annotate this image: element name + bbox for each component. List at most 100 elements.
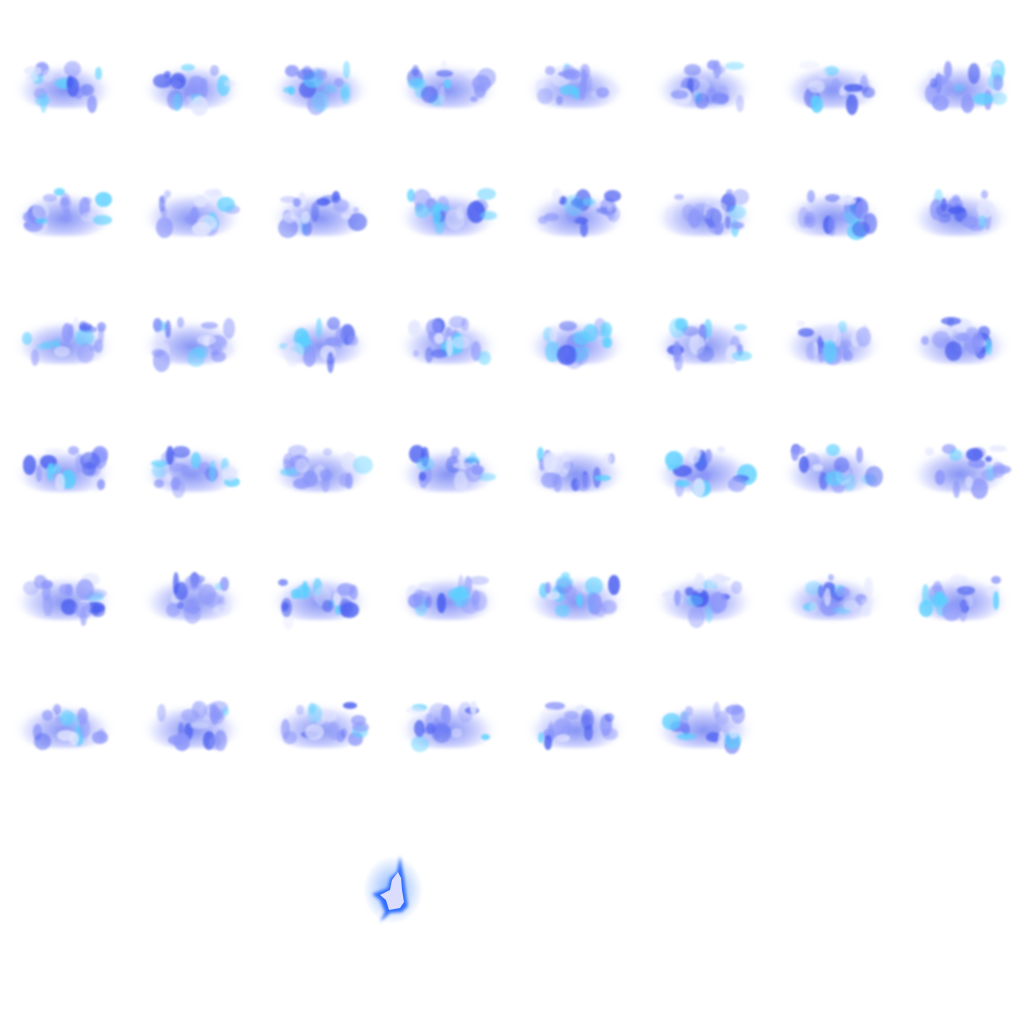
flame-tongue	[351, 722, 370, 733]
flame-tongue	[310, 201, 319, 222]
flame-tongue	[302, 344, 316, 367]
flame-tongue	[554, 604, 570, 618]
flame-tongue	[856, 447, 863, 463]
flame-tongue	[600, 322, 612, 337]
flame-tongue	[43, 594, 53, 617]
flame-tongue	[921, 584, 929, 606]
flame-frame	[896, 264, 1024, 392]
flame-tongue	[808, 79, 826, 94]
flame-tongue	[198, 583, 217, 605]
flame-tongue	[96, 478, 105, 491]
flame-tongue	[34, 217, 48, 224]
flame-tongue	[61, 598, 78, 615]
flame-tongue	[414, 719, 426, 737]
flame-tongue	[94, 66, 103, 80]
flame-tongue	[339, 598, 354, 617]
flame-tongue	[825, 591, 845, 602]
flame-tongue	[854, 593, 867, 606]
flame-tongue	[545, 701, 565, 711]
flame-tongue	[469, 700, 477, 715]
flame-tongue	[560, 85, 577, 95]
flame-tongue	[965, 448, 983, 462]
flame-tongue	[460, 597, 480, 614]
flame-tongue	[826, 444, 840, 456]
flame-frame	[256, 136, 384, 264]
flame-tongue	[543, 728, 556, 740]
flame-tongue	[80, 605, 87, 626]
flame-tongue	[679, 712, 688, 731]
flame-tongue	[968, 223, 985, 231]
flame-tongue	[202, 731, 216, 750]
flame-tongue	[835, 587, 850, 598]
flame-tongue	[737, 344, 744, 357]
flame-tongue	[471, 74, 491, 92]
flame-tongue	[948, 449, 963, 461]
flame-tongue	[986, 585, 1001, 598]
flame-tongue	[291, 588, 301, 600]
flame-tongue	[706, 60, 719, 71]
flame-tongue	[281, 597, 292, 618]
flame-tongue	[964, 476, 974, 488]
flame-tongue	[941, 317, 961, 325]
flame-tongue	[200, 321, 218, 329]
flame-tongue	[87, 735, 98, 744]
flame-tongue	[457, 574, 464, 594]
flame-tongue	[712, 60, 721, 80]
flame-tongue	[798, 456, 810, 473]
flame-tongue	[296, 704, 304, 716]
flame-tongue	[583, 723, 594, 742]
flame-tongue	[538, 215, 548, 224]
flame-tongue	[172, 572, 179, 594]
flame-tongue	[457, 455, 464, 465]
flame-tongue	[674, 194, 685, 201]
flame-tongue	[990, 576, 1001, 584]
flame-tongue	[432, 202, 444, 213]
flame-tongue	[193, 194, 207, 207]
flame-frame	[128, 648, 256, 776]
flame-tongue	[153, 479, 165, 488]
flame-tongue	[966, 327, 978, 337]
flame-tongue	[840, 340, 851, 349]
flame-tongue	[353, 455, 373, 474]
flame-tongue	[33, 87, 48, 100]
flame-tongue	[712, 575, 731, 583]
flame-tongue	[673, 464, 693, 477]
flame-tongue	[972, 331, 985, 353]
flame-tongue	[581, 68, 588, 91]
flame-tongue	[990, 91, 1007, 106]
flame-tongue	[80, 211, 96, 222]
flame-tongue	[734, 324, 748, 332]
flame-tongue	[728, 205, 746, 220]
flame-tongue	[421, 86, 439, 104]
flame-tongue	[60, 197, 69, 208]
flame-tongue	[582, 197, 596, 207]
flame-tongue	[603, 337, 612, 348]
flame-tongue	[697, 472, 711, 483]
flame-tongue	[185, 95, 193, 108]
flame-tongue	[973, 462, 985, 469]
flame-tongue	[713, 222, 724, 236]
flame-tongue	[157, 703, 167, 722]
flame-tongue	[562, 584, 577, 600]
flame-tongue	[279, 342, 288, 349]
flame-tongue	[561, 451, 572, 473]
flame-tongue	[985, 61, 1002, 69]
flame-tongue	[35, 344, 51, 351]
flame-tongue	[297, 191, 307, 209]
flame-tongue	[469, 575, 489, 586]
flame-tongue	[160, 206, 168, 219]
flame-tongue	[993, 75, 1003, 91]
flame-frame	[0, 648, 128, 776]
flame-frame	[512, 520, 640, 648]
flame-tongue	[163, 189, 171, 198]
flame-tongue	[287, 444, 308, 457]
flame-tongue	[315, 317, 322, 339]
flame-tongue	[817, 584, 824, 599]
flame-tongue	[301, 215, 308, 235]
flame-tongue	[425, 595, 433, 608]
flame-tongue	[172, 446, 191, 458]
flame-tongue	[438, 84, 447, 95]
flame-tongue	[551, 188, 562, 202]
flame-tongue	[168, 462, 187, 472]
flame-tongue	[934, 470, 946, 486]
